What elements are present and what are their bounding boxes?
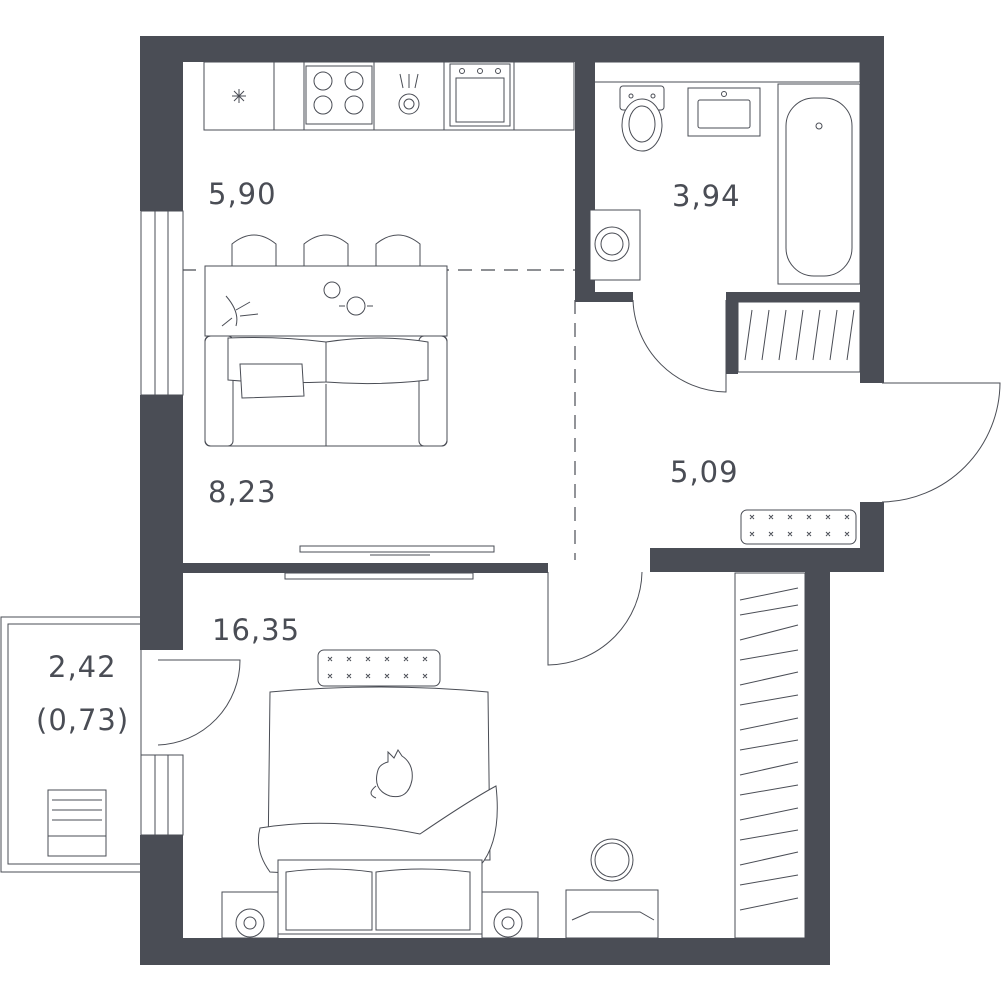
window-bedroom[interactable] (140, 754, 184, 836)
washing-machine-icon (589, 209, 641, 281)
window-living[interactable] (140, 210, 184, 396)
cat-icon (370, 749, 413, 799)
sink-icon (687, 87, 761, 137)
chair-icon (231, 234, 421, 266)
tv-icon (299, 545, 495, 556)
bed-icon (257, 686, 498, 935)
bathtub-icon (777, 83, 861, 285)
bathroom-door[interactable] (632, 299, 727, 393)
bedside-table-left (221, 891, 279, 939)
kitchen-area-label: 5,90 (208, 177, 277, 211)
toilet-icon (619, 85, 665, 152)
flower-branch-icon (221, 295, 259, 327)
balcony-area-label: 2,42 (48, 650, 117, 684)
teapot-icon (323, 281, 373, 316)
stove-icon (305, 65, 373, 125)
kitchen-counter (203, 61, 575, 131)
dresser (565, 838, 659, 939)
dining-table (204, 265, 448, 337)
fridge-snowflake-icon (232, 89, 246, 103)
wardrobe (734, 572, 806, 939)
balcony-reduced-area-label: (0,73) (36, 703, 129, 737)
door-mat (740, 509, 857, 545)
balcony (0, 616, 241, 873)
faucet-icon (398, 73, 420, 115)
lamp-icon (235, 908, 265, 938)
sink-icon (449, 63, 511, 127)
shoe-shelf (737, 301, 861, 373)
bedroom-area-label: 16,35 (212, 613, 300, 647)
bedside-rug (317, 649, 441, 687)
bath-shelf (584, 61, 861, 83)
balcony-door[interactable] (157, 659, 241, 746)
sofa-icon (204, 335, 448, 447)
bedside-table-right (481, 891, 539, 939)
bedroom-door[interactable] (547, 571, 643, 666)
walls (140, 36, 884, 965)
living-area-label: 8,23 (208, 475, 277, 509)
entrance-door[interactable] (881, 382, 1001, 503)
mirror-icon (590, 838, 634, 882)
bedroom-shelf (284, 572, 474, 580)
bathroom-area-label: 3,94 (672, 179, 741, 213)
lamp-icon (493, 908, 523, 938)
balcony-chair-icon (47, 789, 107, 857)
hallway-area-label: 5,09 (670, 455, 739, 489)
